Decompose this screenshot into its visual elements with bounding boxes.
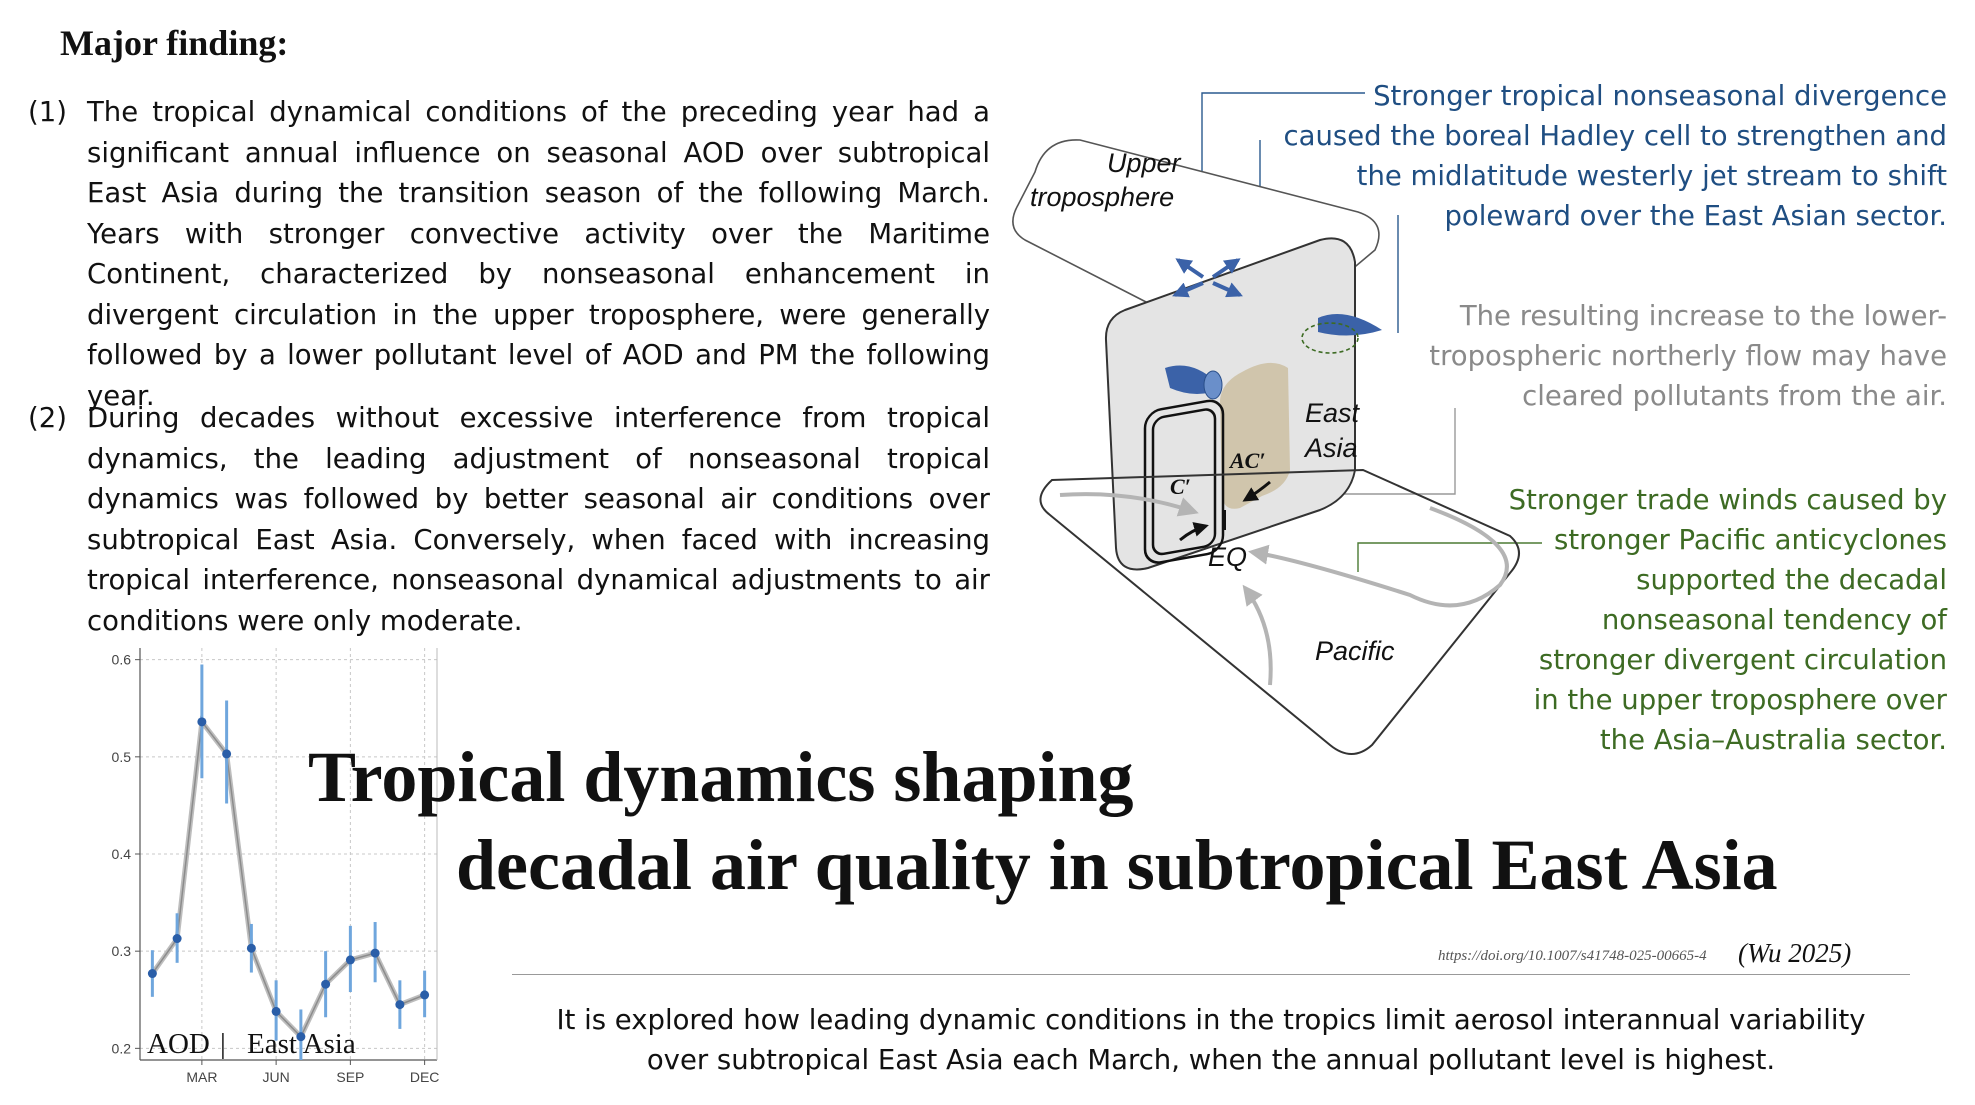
trade-winds-note-line: supported the decadal [1636,564,1947,596]
divergence-note-line: the midlatitude westerly jet stream to s… [1356,160,1947,192]
c-prime-label: C′ [1170,474,1191,499]
trade-winds-note-line: stronger Pacific anticyclones [1554,524,1947,556]
chart-label-separator: | [220,1028,226,1060]
jet-stream-blob [1318,314,1382,336]
northerly-flow-note-line: tropospheric northerly flow may have [1429,340,1947,372]
pacific-label: Pacific [1315,636,1395,666]
doi-link[interactable]: https://doi.org/10.1007/s41748-025-00665… [1438,948,1707,964]
trade-winds-note-line: in the upper troposphere over [1533,684,1947,716]
jet-stream-outline [1301,322,1359,354]
data-point [370,948,380,958]
trade-winds-note-line: Stronger trade winds caused by [1508,484,1947,516]
data-point [395,1000,405,1010]
summary-line-2: over subtropical East Asia each March, w… [646,1044,1776,1076]
finding-1: (1) The tropical dynamical conditions of… [28,92,990,416]
x-tick-label: MAR [186,1069,217,1085]
main-title-line-2: decadal air quality in subtropical East … [456,825,1778,905]
trade-winds-note-line: nonseasonal tendency of [1601,604,1947,636]
data-point [321,979,331,989]
finding-1-number: (1) [28,96,67,128]
ac-prime-label: AC′ [1228,448,1266,473]
trade-wind-arrows [1059,492,1509,686]
eq-label: EQ [1208,542,1247,572]
divergence-note-line: Stronger tropical nonseasonal divergence [1373,80,1947,112]
data-point [147,969,157,979]
summary-line-1: It is explored how leading dynamic condi… [556,1004,1866,1036]
northerly-flow-note-line: cleared pollutants from the air. [1522,380,1947,412]
data-point [345,955,355,965]
chart-label-aod: AOD [147,1028,210,1060]
divergence-note: Stronger tropical nonseasonal divergence… [1284,76,1947,236]
east-label: East [1305,398,1361,428]
asia-label: Asia [1303,433,1358,463]
chart-series [147,664,430,1060]
aod-line [151,719,425,1038]
data-point [246,943,256,953]
divergence-note-line: caused the boreal Hadley cell to strengt… [1283,120,1947,152]
upper-label: Upper [1107,148,1182,178]
y-tick-label: 0.4 [112,846,132,862]
y-tick-label: 0.5 [112,749,132,765]
finding-1-text: The tropical dynamical conditions of the… [87,96,990,412]
divider [512,974,1910,975]
x-tick-label: SEP [336,1069,364,1085]
trade-winds-note: Stronger trade winds caused by stronger … [1509,480,1947,760]
x-tick-label: JUN [263,1069,290,1085]
finding-2-text: During decades without excessive interfe… [87,402,990,637]
chart-label-region: East Asia [247,1028,356,1060]
northerly-flow-note-line: The resulting increase to the lower- [1459,300,1947,332]
trade-winds-note-line: the Asia–Australia sector. [1599,724,1947,756]
data-point [271,1006,281,1016]
northerly-flow-note: The resulting increase to the lower- tro… [1429,296,1947,416]
main-title-line-1: Tropical dynamics shaping [308,737,1134,817]
divergence-note-line: poleward over the East Asian sector. [1444,200,1947,232]
y-tick-label: 0.3 [112,943,132,959]
summary: It is explored how leading dynamic condi… [512,1000,1910,1080]
c-prime-cell-inner [1151,408,1217,556]
westerly-jet-end [1203,370,1223,400]
troposphere-label: troposphere [1030,182,1174,212]
data-point [197,717,207,727]
chart-legend-label: AOD | East Asia [147,1028,356,1060]
divergence-arrows-icon [1172,258,1243,298]
finding-2-number: (2) [28,402,67,434]
data-point [420,990,430,1000]
x-tick-label: DEC [410,1069,440,1085]
y-tick-label: 0.6 [112,652,132,668]
finding-2: (2) During decades without excessive int… [28,398,990,641]
trade-winds-note-line: stronger divergent circulation [1538,644,1947,676]
data-point [296,1032,306,1042]
citation: (Wu 2025) [1738,938,1852,968]
surface-plane [1039,468,1520,755]
northerly-flow-arrows [1179,480,1271,542]
data-point [172,934,182,944]
data-point [222,749,232,759]
y-tick-label: 0.2 [112,1040,132,1056]
major-finding-heading: Major finding: [60,23,289,63]
